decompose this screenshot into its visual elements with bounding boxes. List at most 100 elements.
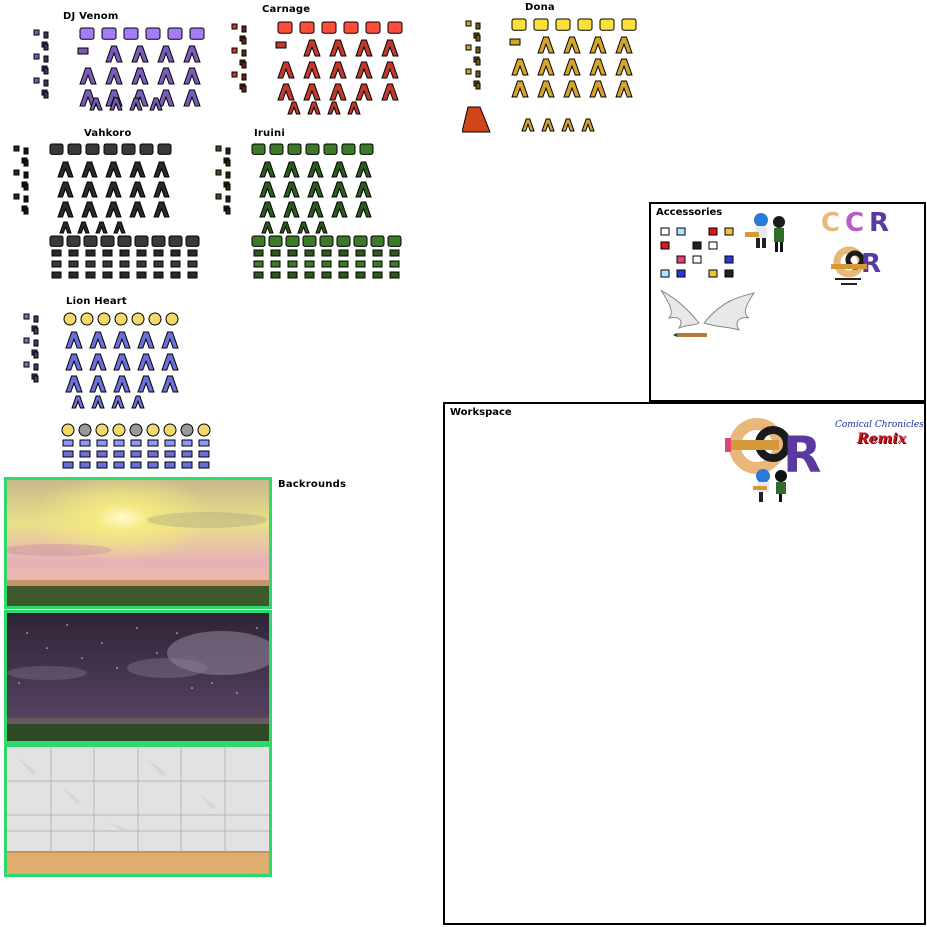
sprite-parts bbox=[33, 27, 205, 111]
sprite-leg-pose bbox=[89, 353, 107, 371]
sprite-leg-pose bbox=[277, 61, 295, 79]
sprite-part bbox=[372, 271, 383, 279]
sprite-leg-pose bbox=[89, 97, 103, 111]
sprite-leg-pose bbox=[137, 331, 155, 349]
sprite-part bbox=[51, 260, 62, 268]
svg-text:R: R bbox=[783, 426, 822, 484]
sprite-leg-pose bbox=[331, 181, 348, 198]
sprite-head bbox=[555, 18, 571, 31]
sprite-leg-pose bbox=[511, 58, 529, 76]
workspace-remix-text: Remix bbox=[857, 431, 907, 447]
sprite-part bbox=[181, 461, 193, 469]
sprite-head bbox=[251, 235, 266, 247]
accessories-title: Accessories bbox=[656, 207, 723, 218]
sprite-part bbox=[355, 260, 366, 268]
sprite-part bbox=[23, 337, 30, 344]
sprite-leg-pose bbox=[153, 201, 170, 218]
sprite-parts bbox=[462, 18, 637, 133]
sprite-part bbox=[241, 25, 247, 33]
sprite-head bbox=[343, 21, 359, 34]
sprite-head bbox=[302, 235, 317, 247]
sprite-part bbox=[225, 195, 231, 203]
workspace-logo-icon[interactable]: R bbox=[725, 414, 835, 506]
sprite-part bbox=[253, 271, 264, 279]
sprite-leg-pose bbox=[109, 97, 123, 111]
sprite-part bbox=[287, 271, 298, 279]
sprite-part bbox=[33, 77, 40, 84]
sprite-head bbox=[139, 143, 154, 155]
sprite-part bbox=[475, 58, 481, 66]
sprite-part bbox=[23, 361, 30, 368]
sprite-sheet-lion-heart[interactable] bbox=[20, 310, 215, 475]
sprite-part bbox=[33, 363, 39, 371]
character-pair-icon[interactable] bbox=[743, 212, 793, 254]
sprite-leg-pose bbox=[89, 375, 107, 393]
sprite-leg-pose bbox=[131, 395, 145, 409]
sprite-part bbox=[79, 450, 91, 458]
sprite-leg-pose bbox=[105, 181, 122, 198]
sprite-part bbox=[96, 439, 108, 447]
sprite-part bbox=[724, 269, 734, 278]
sprite-part bbox=[147, 461, 159, 469]
sprite-part bbox=[475, 70, 481, 78]
sprite-sheet-dj-venom[interactable] bbox=[30, 26, 210, 116]
sprite-part bbox=[68, 271, 79, 279]
sprite-sheet-dona[interactable] bbox=[462, 17, 652, 137]
sprite-head bbox=[49, 235, 64, 247]
background-tiles[interactable] bbox=[4, 744, 272, 877]
sprite-leg-pose bbox=[563, 36, 581, 54]
sprite-leg-pose bbox=[563, 80, 581, 98]
background-sunset[interactable] bbox=[4, 477, 272, 609]
sprite-head bbox=[353, 235, 368, 247]
sprite-leg-pose bbox=[129, 201, 146, 218]
sprite-leg-pose bbox=[563, 58, 581, 76]
wings-icon[interactable] bbox=[659, 288, 759, 348]
night-scene bbox=[7, 613, 269, 741]
background-night[interactable] bbox=[4, 610, 272, 744]
sprite-part bbox=[198, 450, 210, 458]
sprite-head bbox=[577, 18, 593, 31]
sprite-leg-pose bbox=[57, 201, 74, 218]
sprite-part bbox=[43, 79, 49, 87]
sprite-part bbox=[676, 269, 686, 278]
sprite-part bbox=[287, 260, 298, 268]
accessory-items[interactable] bbox=[657, 220, 807, 290]
sprite-leg-pose bbox=[81, 161, 98, 178]
sprite-leg-pose bbox=[283, 181, 300, 198]
sprite-leg-pose bbox=[65, 375, 83, 393]
sprite-leg-pose bbox=[277, 83, 295, 101]
sprite-leg-pose bbox=[57, 181, 74, 198]
sprite-part bbox=[304, 271, 315, 279]
sprite-leg-pose bbox=[59, 221, 72, 234]
sprite-leg-pose bbox=[615, 58, 633, 76]
sprite-leg-pose bbox=[259, 161, 276, 178]
sprite-part bbox=[304, 249, 315, 257]
ccr-mini-logo-icon[interactable]: R bbox=[831, 244, 891, 288]
sprite-part bbox=[79, 461, 91, 469]
char-label-carnage: Carnage bbox=[262, 4, 311, 15]
sprite-part bbox=[153, 260, 164, 268]
sprite-sheet-carnage[interactable] bbox=[228, 20, 413, 120]
ccr-letter-3: R bbox=[869, 208, 890, 238]
sprite-head bbox=[117, 235, 132, 247]
sprite-part bbox=[225, 207, 231, 215]
sprite-face bbox=[129, 423, 143, 437]
sprite-part bbox=[270, 249, 281, 257]
sprite-leg-pose bbox=[137, 375, 155, 393]
sprite-face bbox=[97, 312, 111, 326]
sprite-part bbox=[724, 255, 734, 264]
sprite-part bbox=[241, 37, 247, 45]
workspace-panel[interactable]: Workspace R Comical Chronicles Remix bbox=[443, 402, 926, 925]
sprite-part bbox=[43, 55, 49, 63]
sprite-sheet-iruini[interactable] bbox=[212, 142, 412, 287]
sprite-part bbox=[68, 249, 79, 257]
sprite-part bbox=[113, 450, 125, 458]
sprite-part bbox=[475, 46, 481, 54]
sprite-sheet-vahkoro[interactable] bbox=[10, 142, 210, 287]
sprite-part bbox=[253, 249, 264, 257]
sprite-head bbox=[49, 143, 64, 155]
sprite-part bbox=[475, 34, 481, 42]
sprite-parts bbox=[23, 312, 211, 469]
sprite-face bbox=[180, 423, 194, 437]
sprite-leg-pose bbox=[113, 375, 131, 393]
